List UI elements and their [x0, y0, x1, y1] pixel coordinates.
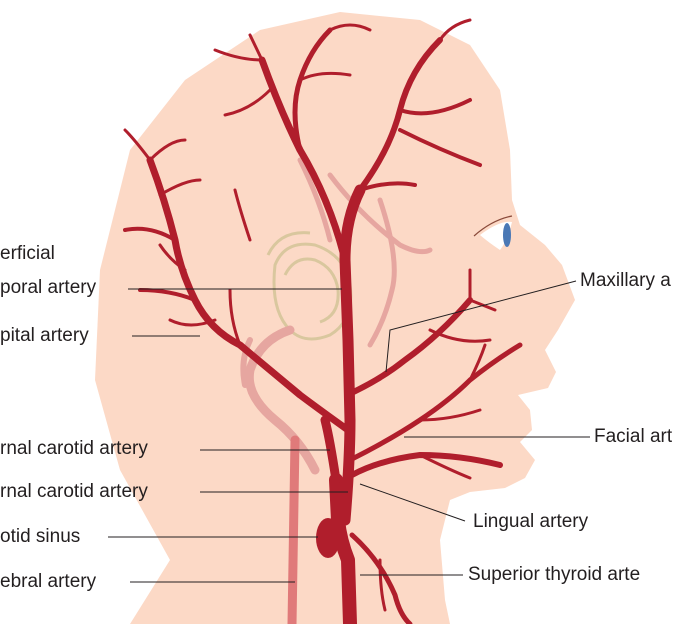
label-maxillary-artery: Maxillary a	[580, 270, 671, 292]
label-vertebral-artery: ebral artery	[0, 571, 96, 593]
label-facial-artery: Facial art	[594, 426, 672, 448]
label-superior-thyroid-artery: Superior thyroid arte	[468, 564, 640, 586]
label-superficial-temporal-line2: poral artery	[0, 277, 96, 299]
label-lingual-artery: Lingual artery	[473, 511, 588, 533]
label-occipital-artery: pital artery	[0, 325, 89, 347]
label-superficial-temporal-line1: erficial	[0, 243, 55, 265]
label-external-carotid-artery: rnal carotid artery	[0, 481, 148, 503]
label-internal-carotid-artery: rnal carotid artery	[0, 438, 148, 460]
eye-iris	[503, 223, 511, 247]
label-carotid-sinus: otid sinus	[0, 526, 80, 548]
